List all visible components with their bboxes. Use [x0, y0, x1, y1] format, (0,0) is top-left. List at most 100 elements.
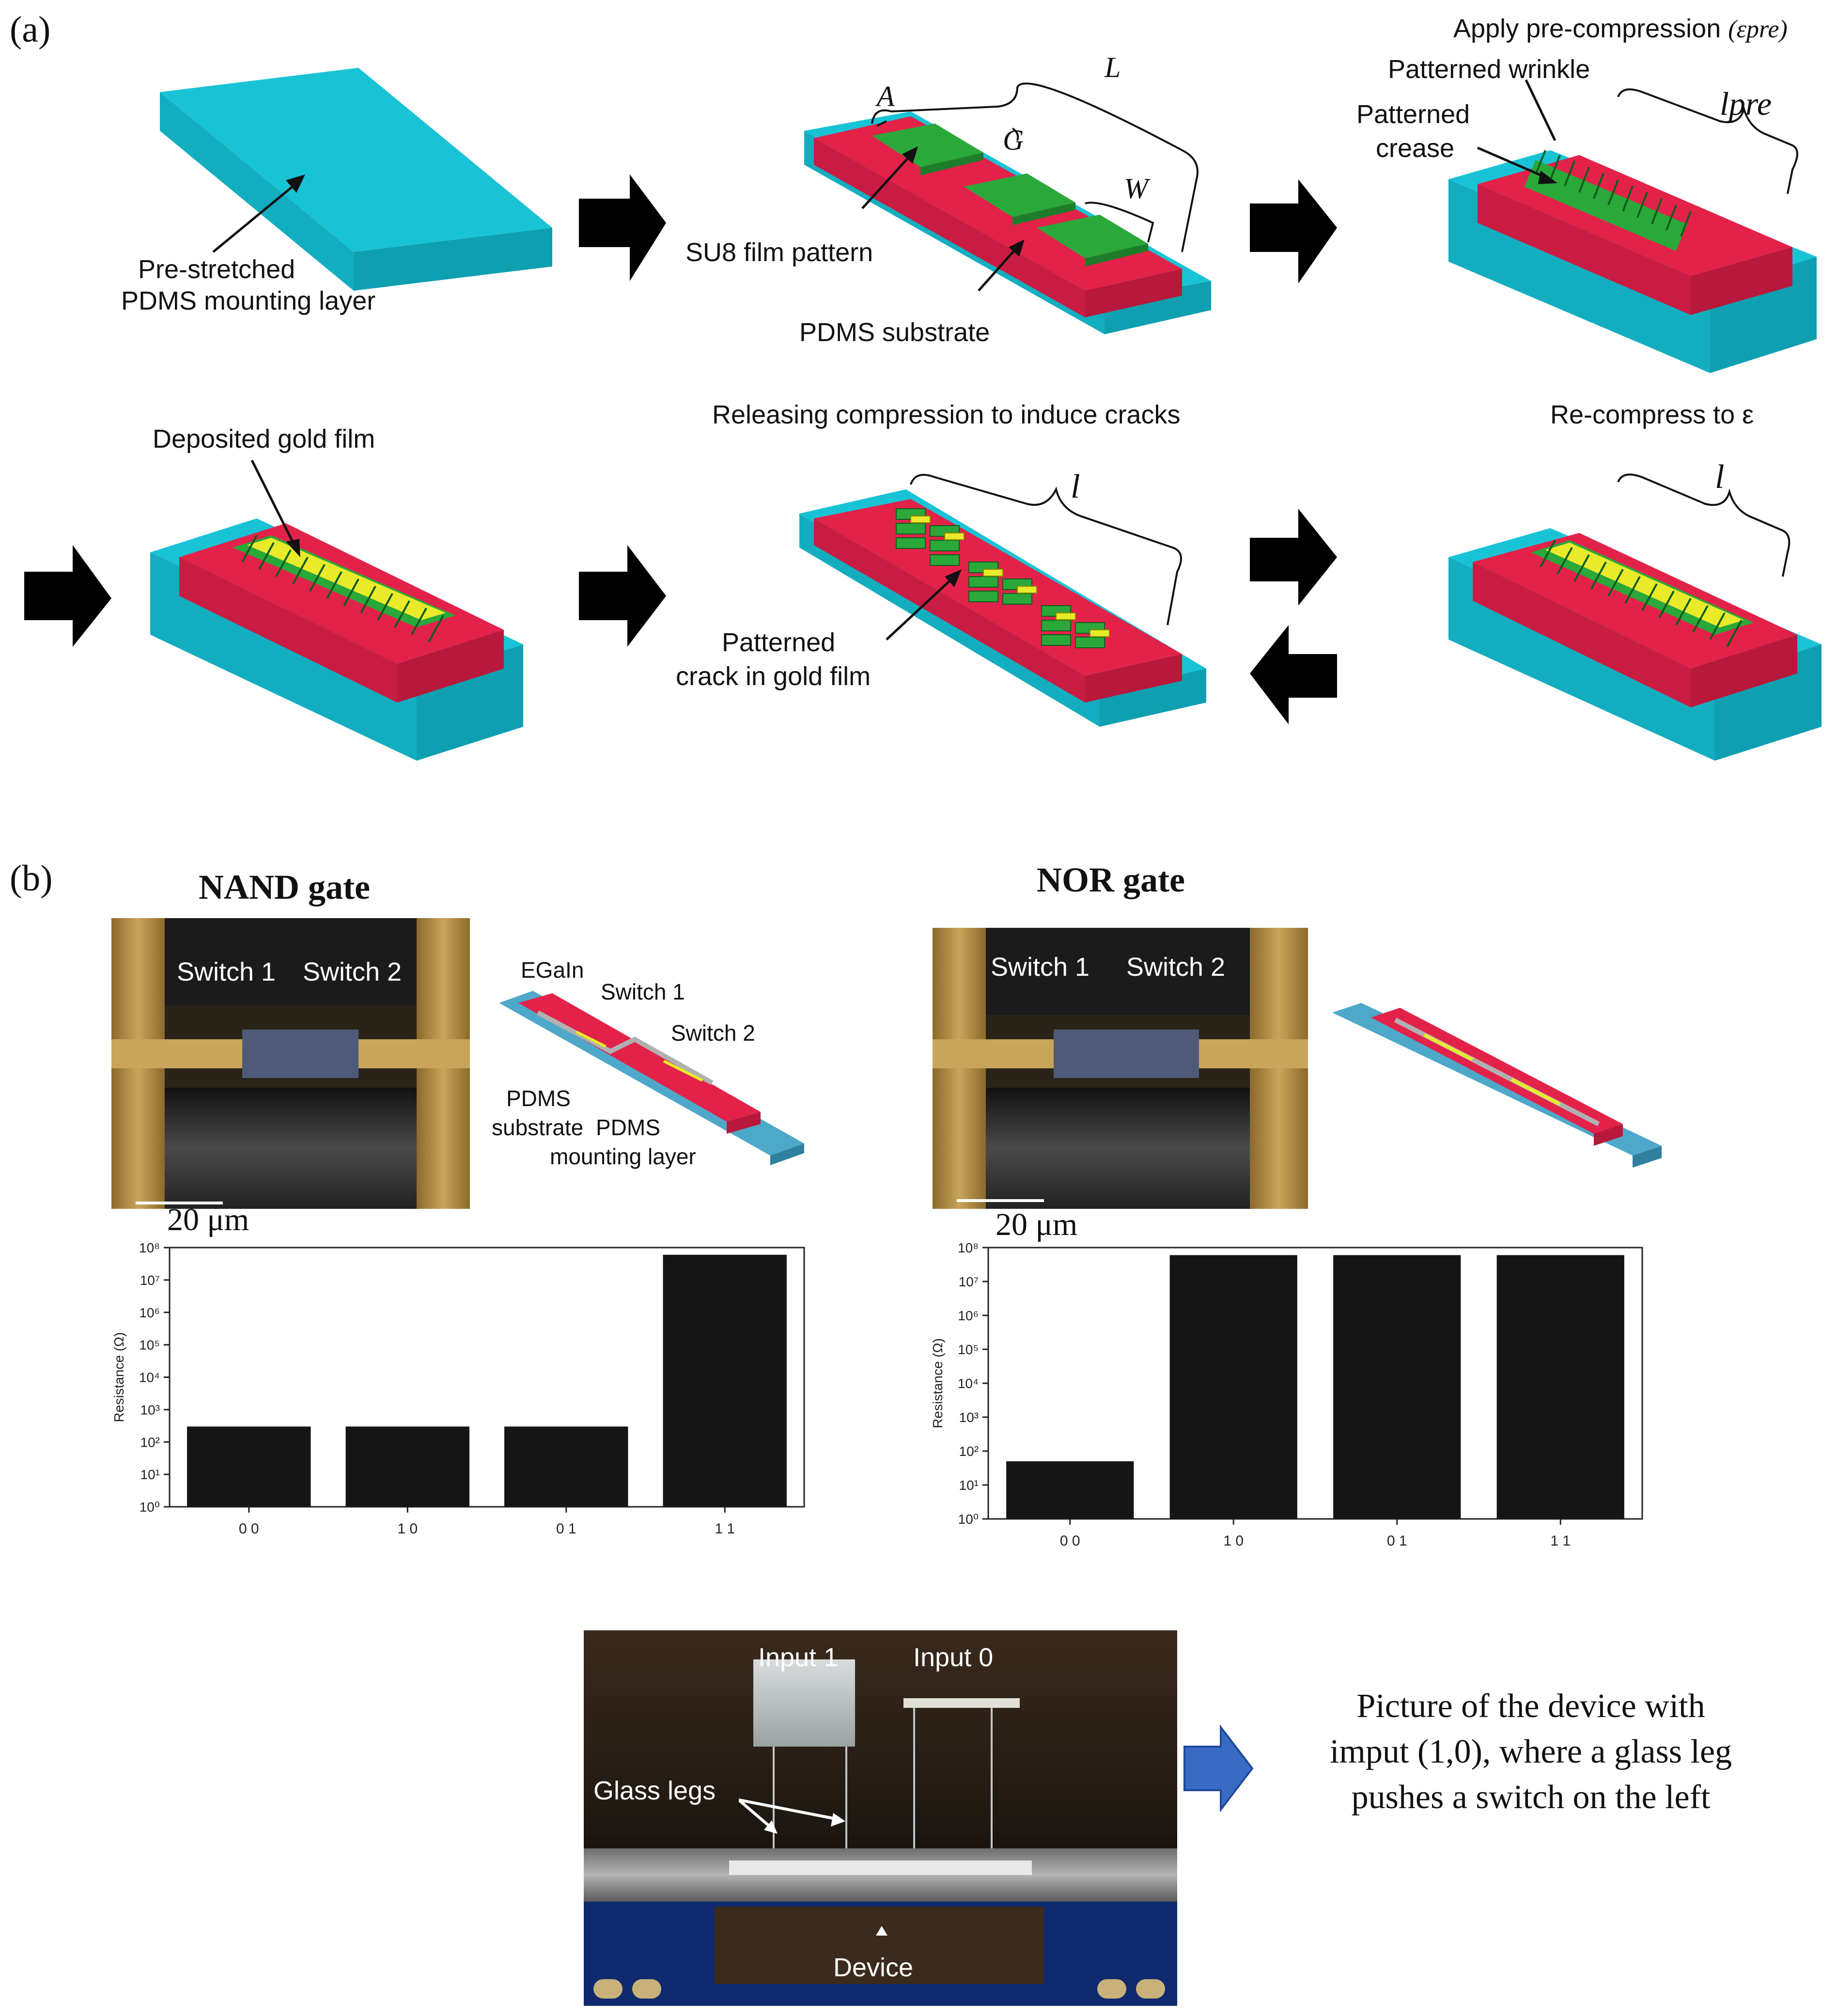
nor-schematic	[1332, 1003, 1662, 1168]
nand-schem-pdms-mount-1: PDMS	[596, 1115, 660, 1140]
step3-wrinkle-label: Patterned wrinkle	[1388, 55, 1590, 84]
photo-input0-label: Input 0	[913, 1643, 994, 1672]
nor-photo-switch2: Switch 2	[1126, 953, 1226, 982]
y-axis-label: Resistance (Ω)	[111, 1332, 126, 1422]
photo-glass-legs-label: Glass legs	[593, 1776, 716, 1805]
panel-b-label: (b)	[10, 858, 53, 899]
step3-crease-label-line1: Patterned	[1356, 100, 1470, 129]
step1-label-line2: PDMS mounting layer	[121, 286, 376, 315]
step1-label-line1: Pre-stretched	[138, 255, 296, 284]
nand-schem-switch1: Switch 1	[601, 979, 685, 1004]
step5-l-label: l	[1071, 468, 1080, 505]
photo-input1-label: Input 1	[758, 1643, 839, 1672]
step4-gold-label: Deposited gold film	[153, 424, 375, 453]
arrow-2-icon	[1250, 179, 1337, 283]
step3-heading: Apply pre-compression (εpre)	[1453, 14, 1788, 43]
bar	[187, 1426, 311, 1507]
caption-line1: Picture of the device with	[1356, 1688, 1705, 1725]
device-photo: Input 1 Input 0 Glass legs Device	[584, 1630, 1177, 2006]
nand-schem-pdms-mount-2: mounting layer	[550, 1144, 696, 1169]
step2-G-label: G	[1003, 124, 1024, 156]
y-tick-label: 10⁴	[958, 1376, 979, 1391]
step5-heading: Releasing compression to induce cracks	[712, 400, 1181, 429]
nand-egain-label: EGaIn	[521, 957, 584, 983]
y-tick-label: 10³	[140, 1402, 160, 1417]
step2-su8-label: SU8 film pattern	[685, 238, 873, 267]
glass-legs-pointer-icon	[739, 1798, 845, 1834]
step6-l-label: l	[1715, 458, 1725, 496]
device-caption: Picture of the device with imput (1,0), …	[1260, 1684, 1802, 1820]
bar	[1169, 1255, 1297, 1519]
y-tick-label: 10⁵	[958, 1342, 979, 1357]
nand-scale-label: 20 μm	[167, 1202, 249, 1237]
nor-title: NOR gate	[1037, 860, 1185, 899]
bar	[504, 1426, 628, 1507]
y-tick-label: 10⁶	[139, 1305, 160, 1320]
step2-L-label: L	[1105, 51, 1121, 83]
step2-W-label: W	[1124, 172, 1148, 204]
nand-schem-switch2: Switch 2	[671, 1020, 755, 1046]
bar	[345, 1426, 469, 1507]
arrow-1-icon	[579, 174, 666, 281]
bar	[1496, 1255, 1624, 1519]
caption-line3: pushes a switch on the left	[1351, 1779, 1711, 1816]
nand-schem-pdms-sub-2: substrate	[492, 1115, 584, 1140]
y-tick-label: 10³	[959, 1410, 979, 1425]
x-tick-label: 0 0	[239, 1521, 259, 1537]
step6-heading: Re-compress to ε	[1550, 400, 1754, 429]
device-pointer-icon	[876, 1926, 887, 1936]
x-tick-label: 1 1	[1550, 1533, 1571, 1549]
arrow-4-icon	[579, 545, 666, 647]
y-tick-label: 10⁰	[958, 1512, 979, 1527]
step2-A-label: A	[877, 80, 895, 112]
step3-lpre-label: lpre	[1720, 85, 1772, 122]
nand-schem-pdms-sub-1: PDMS	[506, 1086, 571, 1111]
arrow-6-icon	[1250, 625, 1337, 724]
x-tick-label: 1 0	[397, 1521, 418, 1537]
step3-crease-label-line2: crease	[1376, 134, 1455, 163]
step5-crack-label-line1: Patterned	[722, 628, 836, 657]
nor-microscope-photo: Switch 1 Switch 2	[933, 928, 1308, 1209]
bar	[663, 1254, 787, 1507]
panel-a-label: (a)	[10, 9, 51, 50]
photo-device-label: Device	[833, 1953, 914, 1982]
x-tick-label: 1 1	[715, 1521, 735, 1537]
nand-photo-switch1: Switch 1	[177, 957, 276, 986]
y-tick-label: 10⁶	[958, 1308, 979, 1323]
x-tick-label: 0 1	[1387, 1533, 1407, 1549]
step1-pdms-slab	[160, 68, 552, 291]
bar	[1333, 1255, 1461, 1519]
y-tick-label: 10⁷	[140, 1273, 160, 1288]
y-tick-label: 10²	[959, 1444, 979, 1459]
step3-device	[1448, 79, 1817, 373]
blue-arrow-icon	[1183, 1725, 1254, 1812]
arrow-5-icon	[1250, 509, 1337, 606]
nand-schematic	[499, 991, 804, 1165]
nand-photo-switch2: Switch 2	[303, 957, 402, 986]
step4-device	[150, 459, 523, 761]
x-tick-label: 0 1	[556, 1521, 576, 1537]
step2-pdms-label: PDMS substrate	[799, 318, 990, 347]
step2-device	[804, 82, 1211, 334]
y-tick-label: 10⁵	[139, 1338, 160, 1353]
y-tick-label: 10⁸	[139, 1240, 160, 1255]
panel-a-schematics	[24, 68, 1821, 761]
nor-photo-switch1: Switch 1	[991, 953, 1090, 982]
y-tick-label: 10¹	[959, 1478, 979, 1493]
y-tick-label: 10²	[140, 1435, 160, 1450]
step5-crack-label-line2: crack in gold film	[676, 662, 871, 691]
y-tick-label: 10¹	[140, 1467, 160, 1482]
caption-line2: imput (1,0), where a glass leg	[1329, 1733, 1732, 1770]
nand-title: NAND gate	[199, 868, 370, 906]
step6-device	[1448, 473, 1821, 761]
nand-microscope-photo: Switch 1 Switch 2	[111, 918, 470, 1209]
x-tick-label: 0 0	[1060, 1533, 1080, 1549]
x-tick-label: 1 0	[1223, 1533, 1244, 1549]
bar	[1006, 1461, 1134, 1519]
y-tick-label: 10⁴	[139, 1370, 160, 1385]
arrow-3-icon	[24, 545, 111, 647]
nor-scale-label: 20 μm	[996, 1207, 1078, 1242]
